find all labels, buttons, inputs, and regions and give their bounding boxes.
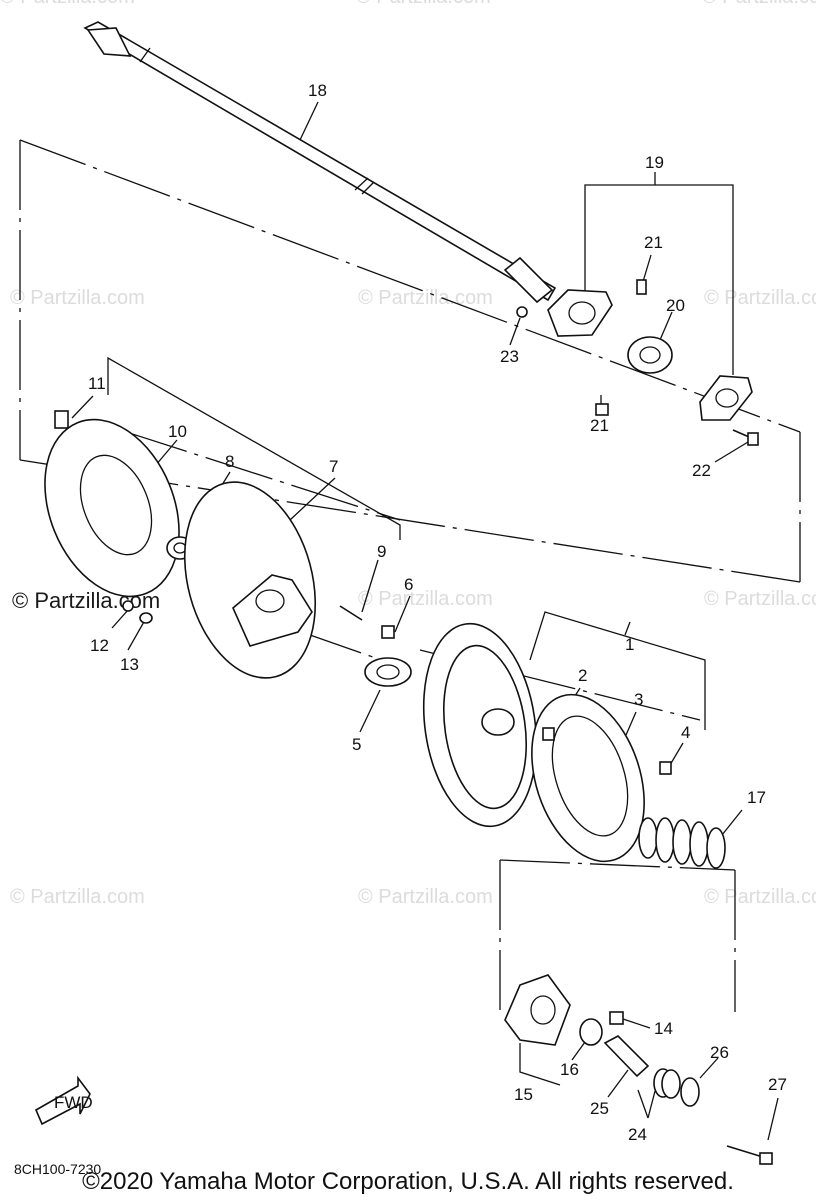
copyright-notice: ©2020 Yamaha Motor Corporation, U.S.A. A… [82,1168,734,1195]
driven-shaft [83,21,557,304]
callout-7: 7 [329,457,338,476]
callout-14: 14 [654,1019,673,1038]
callout-25: 25 [590,1099,609,1118]
callout-2: 2 [578,666,587,685]
callout-20: 20 [666,296,685,315]
callout-10: 10 [168,422,187,441]
watermark: © Partzilla.com [358,886,493,908]
callout-8: 8 [225,452,234,471]
callout-21-top: 21 [644,233,663,252]
watermark: © Partzilla.com [704,588,816,610]
spring [638,817,726,869]
movable-sheave-group [183,481,412,687]
callout-labels: 1 2 3 4 5 6 7 8 9 10 11 12 13 14 15 16 1… [88,81,787,1144]
watermark: © Partzilla.com [0,0,135,9]
callout-1: 1 [625,635,634,654]
callout-22: 22 [692,461,711,480]
leader-lines [71,101,779,1141]
callout-27: 27 [768,1075,787,1094]
callout-9: 9 [377,542,386,561]
callout-24: 24 [628,1125,647,1144]
callout-12: 12 [90,636,109,655]
callout-13: 13 [120,655,139,674]
diagram-code: 8CH100-7230 [14,1161,102,1177]
secondary-sheave-group [422,622,672,863]
watermark: © Partzilla.com [10,287,145,309]
watermark: © Partzilla.com [356,0,491,9]
fwd-label: FWD [54,1093,93,1112]
bearing-housing-assembly [516,279,759,446]
callout-15: 15 [514,1085,533,1104]
watermark: © Partzilla.com [358,588,493,610]
fixed-sheave-group [44,410,194,624]
forward-arrow-icon: FWD [34,1075,93,1126]
callout-16: 16 [560,1060,579,1079]
watermark: © Partzilla.com [702,0,816,9]
callout-26: 26 [710,1043,729,1062]
torque-cam-group [504,974,773,1165]
callout-5: 5 [352,735,361,754]
callout-18: 18 [308,81,327,100]
callout-3: 3 [634,690,643,709]
callout-4: 4 [681,723,690,742]
watermark: © Partzilla.com [358,287,493,309]
watermark: © Partzilla.com [704,886,816,908]
callout-11: 11 [88,374,106,393]
callout-19: 19 [645,153,664,172]
watermark: © Partzilla.com [10,886,145,908]
callout-6: 6 [404,575,413,594]
callout-23: 23 [500,347,519,366]
watermark: © Partzilla.com [704,287,816,309]
callout-17: 17 [747,788,766,807]
callout-21-bottom: 21 [590,416,609,435]
